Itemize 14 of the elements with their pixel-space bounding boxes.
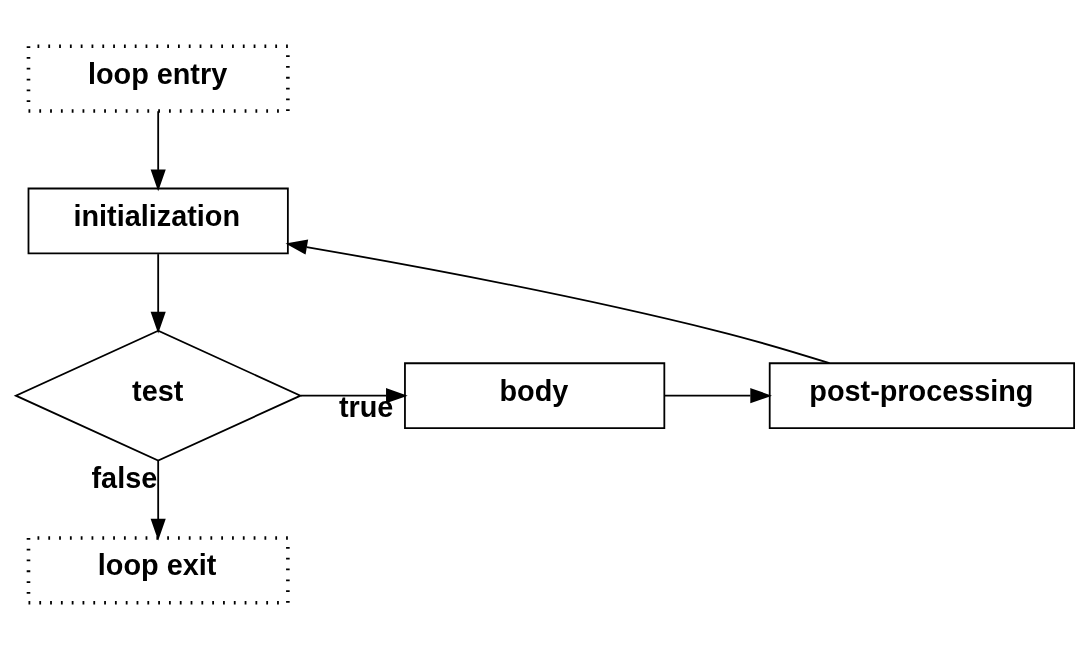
node-box: post-processing (768, 361, 1075, 429)
arrow (150, 109, 166, 191)
arrow (285, 239, 831, 364)
arrow (663, 387, 772, 403)
node-box: loop exit (26, 535, 290, 605)
node-diamond: test (13, 329, 303, 461)
arrow (299, 387, 408, 403)
node-box: loop entry (26, 43, 290, 113)
arrow (150, 252, 166, 333)
node-box: initialization (27, 187, 289, 254)
edge-label: false (91, 461, 158, 494)
node-box: body (404, 361, 666, 429)
arrow (150, 459, 166, 540)
edge-label: true (338, 390, 394, 423)
